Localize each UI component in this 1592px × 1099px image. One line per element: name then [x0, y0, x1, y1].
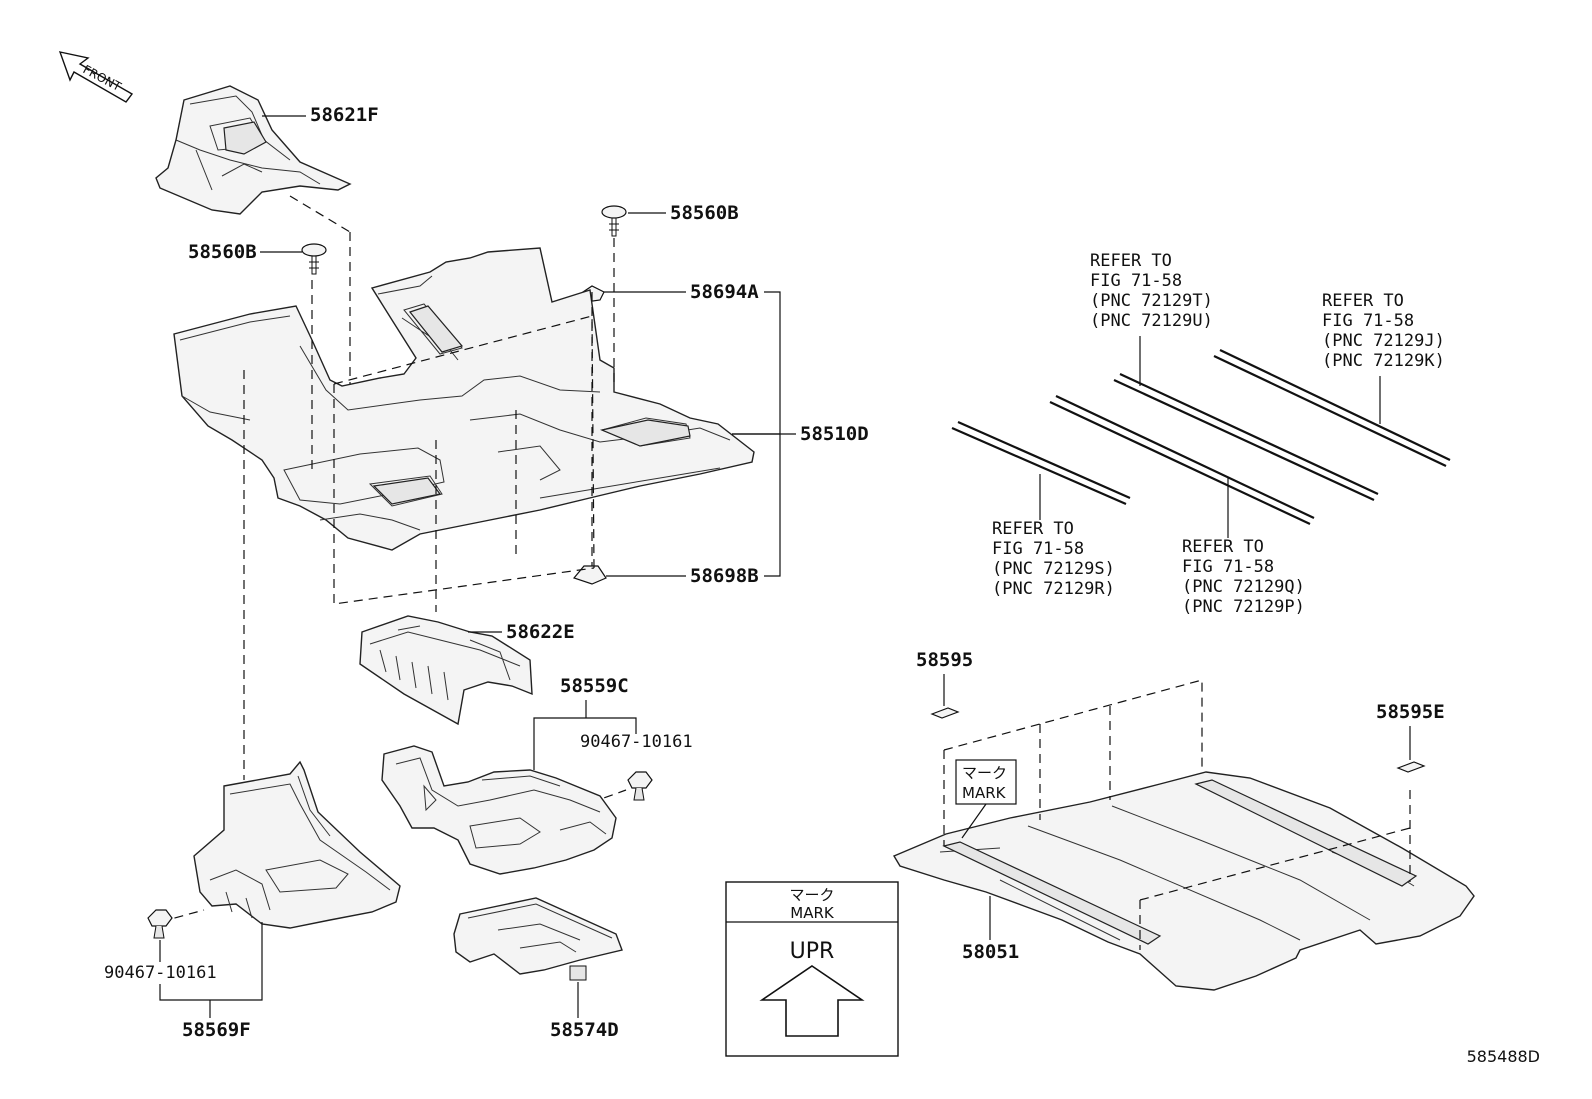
- rear-locator-dashed-lines: [943, 679, 1411, 950]
- clip-58698B-icon[interactable]: [572, 565, 607, 585]
- rail-3: [1113, 373, 1379, 501]
- label-58621F: 58621F: [310, 104, 379, 126]
- part-58569F-tray[interactable]: [193, 760, 401, 929]
- clip-58560B-left-icon[interactable]: [301, 243, 327, 275]
- label-58698B: 58698B: [690, 565, 759, 587]
- pad-58595-icon[interactable]: [930, 707, 960, 719]
- label-58622E: 58622E: [506, 621, 575, 643]
- refer-3: REFER TO FIG 71-58 (PNC 72129S) (PNC 721…: [992, 519, 1125, 599]
- refer-1: REFER TO FIG 71-58 (PNC 72129T) (PNC 721…: [1090, 251, 1223, 331]
- mark-callout: マーク MARK: [955, 759, 1017, 839]
- label-90467-right: 90467-10161: [580, 732, 693, 752]
- mark-callout-jp: マーク: [962, 764, 1007, 782]
- label-58694A: 58694A: [690, 281, 759, 303]
- label-58560B-right: 58560B: [670, 202, 739, 224]
- clip-90467-right-icon[interactable]: [627, 771, 653, 801]
- label-58595: 58595: [916, 649, 973, 671]
- label-58574D: 58574D: [550, 1019, 619, 1041]
- rail-4: [1213, 349, 1451, 467]
- rail-2: [1049, 395, 1315, 525]
- label-58595E: 58595E: [1376, 701, 1445, 723]
- part-58574D-box[interactable]: [453, 897, 623, 981]
- mark-legend-box: マーク MARK UPR: [725, 881, 899, 1057]
- refer-2: REFER TO FIG 71-58 (PNC 72129J) (PNC 721…: [1322, 291, 1455, 371]
- part-58559C-tray[interactable]: [381, 745, 617, 875]
- diagram-id: 585488D: [1467, 1047, 1540, 1066]
- label-58510D: 58510D: [800, 423, 869, 445]
- up-arrow-icon: [759, 965, 865, 1037]
- refer-4: REFER TO FIG 71-58 (PNC 72129Q) (PNC 721…: [1182, 537, 1315, 617]
- pad-58595E-icon[interactable]: [1396, 761, 1426, 773]
- label-90467-left: 90467-10161: [104, 963, 217, 983]
- front-arrow-icon: FRONT: [58, 51, 134, 103]
- mark-legend-upr: UPR: [790, 939, 835, 964]
- part-58621F-mat[interactable]: [155, 85, 352, 215]
- clip-58560B-right-icon[interactable]: [601, 205, 627, 237]
- rail-1: [951, 420, 1131, 506]
- label-58569F: 58569F: [182, 1019, 251, 1041]
- part-58622E-tray[interactable]: [359, 615, 533, 726]
- mark-callout-en: MARK: [962, 784, 1007, 802]
- part-58510D-carpet[interactable]: [173, 247, 755, 551]
- label-58559C: 58559C: [560, 675, 629, 697]
- label-58051: 58051: [962, 941, 1019, 963]
- mark-legend-en: MARK: [790, 904, 835, 922]
- mark-legend-jp: マーク: [789, 886, 834, 904]
- part-58051-rear-mat[interactable]: [892, 771, 1475, 991]
- clip-90467-left-icon[interactable]: [147, 909, 173, 939]
- label-58560B-left: 58560B: [188, 241, 257, 263]
